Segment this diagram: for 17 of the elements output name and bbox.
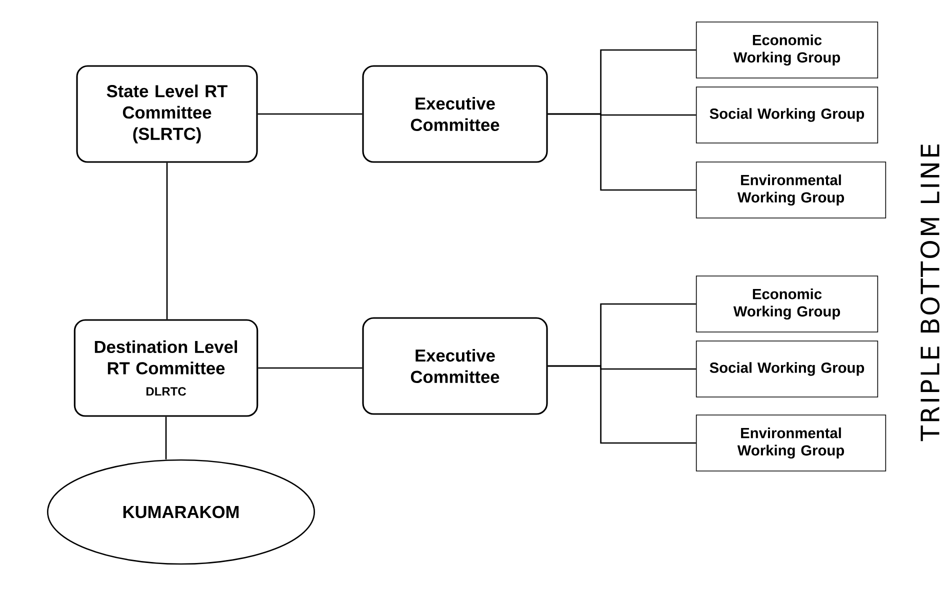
connector-line bbox=[258, 113, 362, 115]
connector-line bbox=[548, 113, 696, 191]
committee-box: Executive Committee bbox=[362, 317, 548, 415]
connector-line bbox=[165, 416, 167, 460]
working-group-box: Social Working Group bbox=[696, 86, 878, 144]
committee-box: Executive Committee bbox=[362, 65, 548, 163]
connector-line bbox=[166, 162, 168, 320]
working-group-box: Economic Working Group bbox=[696, 276, 878, 332]
connector-line bbox=[258, 367, 362, 369]
committee-box: State Level RT Committee (SLRTC) bbox=[76, 65, 258, 163]
committee-box: Destination Level RT Committee DLRTC bbox=[74, 319, 258, 417]
working-group-box: Environmental Working Group bbox=[696, 414, 886, 472]
working-group-box: Social Working Group bbox=[696, 340, 878, 398]
side-label: TRIPLE BOTTOM LINE bbox=[920, 144, 940, 442]
connector-line bbox=[548, 365, 696, 444]
working-group-box: Economic Working Group bbox=[696, 22, 878, 78]
working-group-box: Environmental Working Group bbox=[696, 162, 886, 218]
